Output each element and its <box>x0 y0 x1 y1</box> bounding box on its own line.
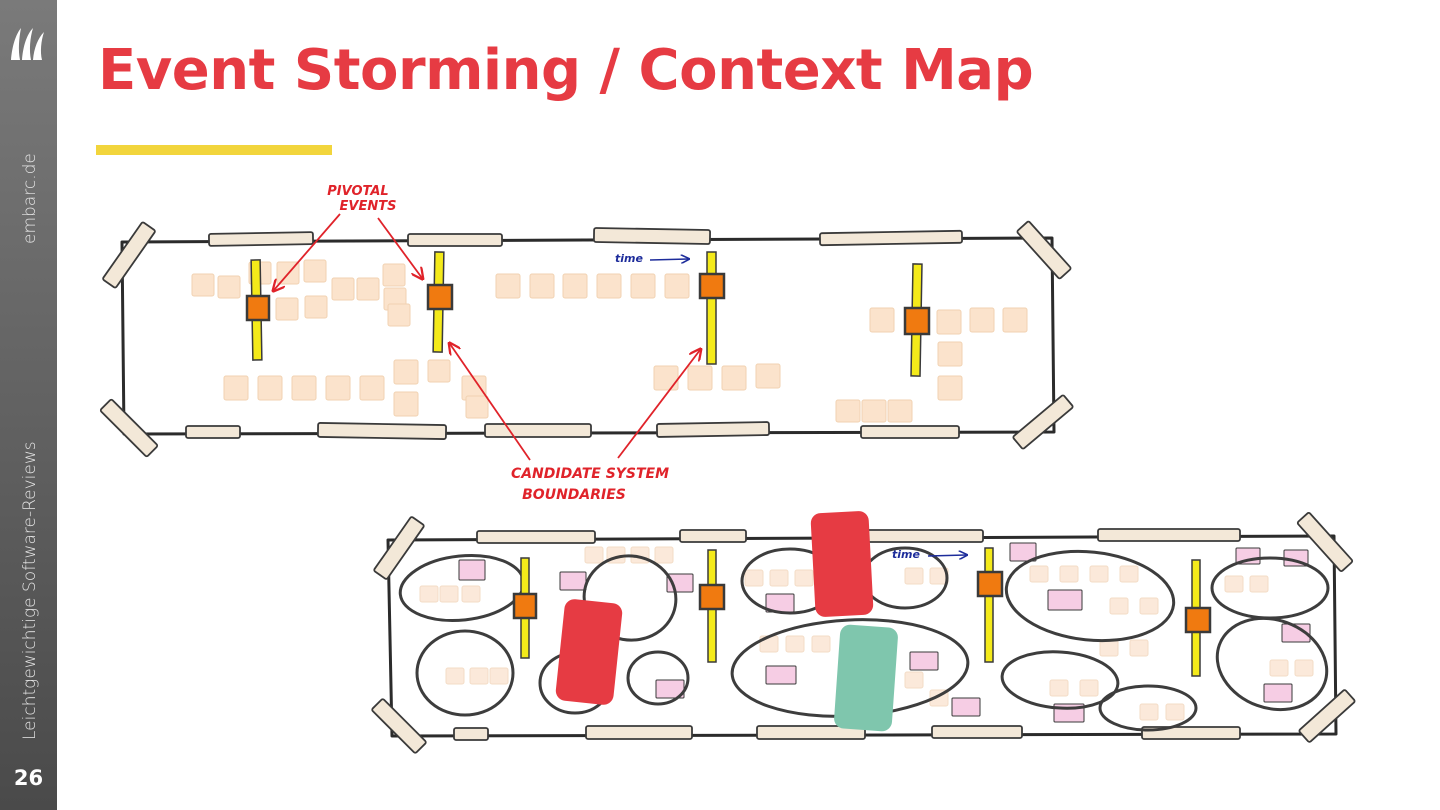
red-context-card <box>555 599 623 705</box>
title-underline <box>96 145 332 155</box>
page-number: 26 <box>13 766 44 790</box>
candidate-label-line2: BOUNDARIES <box>522 487 626 503</box>
slide-title: Event Storming / Context Map <box>98 38 1034 103</box>
sidebar: embarc.de Leichtgewichtige Software-Revi… <box>0 0 57 810</box>
time-label: time <box>615 252 643 265</box>
green-context-card <box>834 624 898 732</box>
pivotal-label-line2: EVENTS <box>340 199 397 214</box>
embarc-logo-icon <box>11 28 44 60</box>
time-label-bottom: time <box>892 548 920 561</box>
event-storming-board: PIVOTAL EVENTS CANDIDATE SYSTEM BOUNDARI… <box>99 184 1074 503</box>
red-context-card <box>810 511 874 617</box>
context-map-board: time <box>371 511 1356 754</box>
pivotal-label-line1: PIVOTAL <box>327 184 388 199</box>
candidate-label-line1: CANDIDATE SYSTEM <box>511 466 669 482</box>
